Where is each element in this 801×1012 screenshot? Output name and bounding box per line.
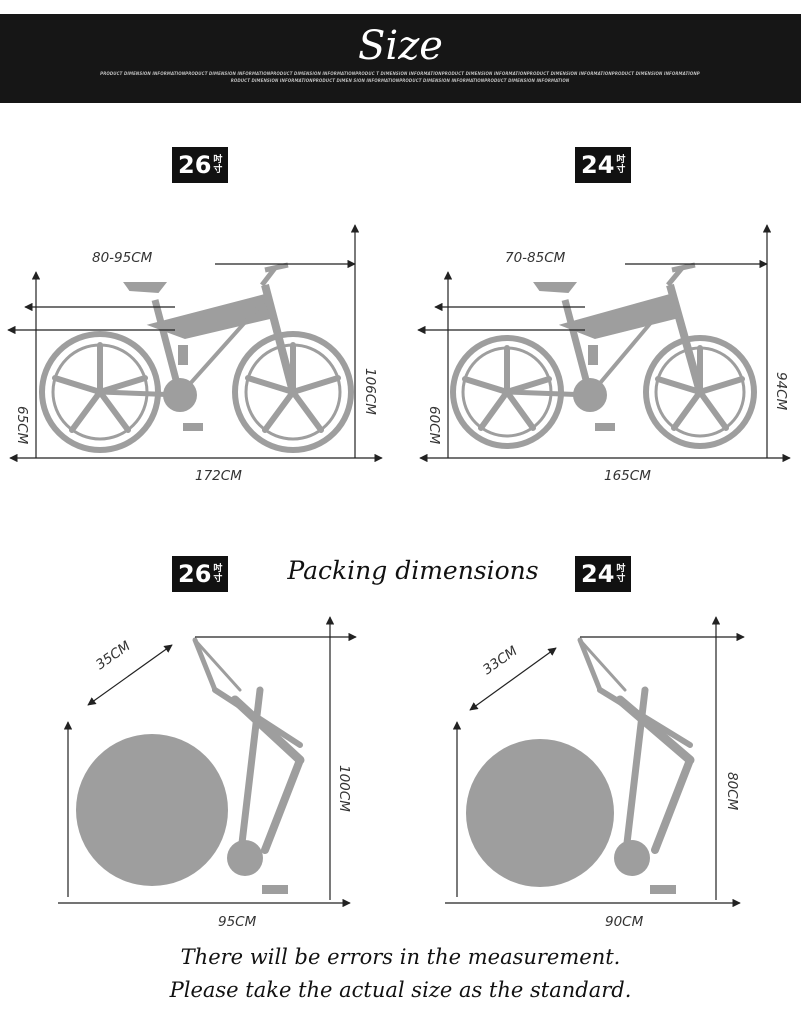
total-height-label-26: 106CM [362,368,378,415]
packed-bike-26-illustration [76,637,305,894]
header-subtitle: PRODUCT DIMENSION INFORMATIONPRODUCT DIM… [100,71,700,83]
packing-length-label-26: 95CM [218,914,257,930]
front-height-label-24: 60CM [426,406,442,445]
total-height-label-24: 94CM [773,372,789,411]
badge-unit-top: 吋 [616,155,626,165]
badge-number: 24 [581,151,615,179]
length-label-24: 165CM [604,468,651,484]
packing-badge-24: 24 吋 寸 [575,556,632,592]
packing-title: Packing dimensions [287,556,539,585]
badge-number: 24 [581,560,615,588]
badge-unit-top: 吋 [213,155,223,165]
badge-unit-bottom: 寸 [616,574,626,584]
badge-unit: 吋 寸 [616,155,625,175]
seat-range-label-26: 80-95CM [92,250,153,266]
badge-unit: 吋 寸 [616,564,625,584]
badge-unit: 吋 寸 [213,155,222,175]
riding-dimension-arrows [7,224,791,463]
size-badge-26: 26 吋 寸 [172,147,229,183]
badge-unit-bottom: 寸 [616,165,626,175]
badge-unit-bottom: 寸 [213,165,223,175]
header-banner: Size PRODUCT DIMENSION INFORMATIONPRODUC… [0,14,801,103]
bike-24-illustration [450,262,757,449]
bike-26-illustration [39,262,354,453]
length-label-26: 172CM [195,468,242,484]
size-badge-24: 24 吋 寸 [575,147,632,183]
front-height-label-26: 65CM [14,406,30,445]
packing-length-label-24: 90CM [605,914,644,930]
badge-unit-bottom: 寸 [213,574,223,584]
badge-number: 26 [178,560,212,588]
badge-unit-top: 吋 [213,564,223,574]
packing-dimension-arrows [58,616,745,908]
page-title: Size [358,23,443,69]
disclaimer-line-2: Please take the actual size as the stand… [169,978,632,1002]
packing-height-label-24: 80CM [724,772,740,811]
packed-bike-24-illustration [466,637,695,894]
badge-unit-top: 吋 [616,564,626,574]
seat-range-label-24: 70-85CM [505,250,566,266]
packing-badge-26: 26 吋 寸 [172,556,229,592]
disclaimer-line-1: There will be errors in the measurement. [180,945,621,969]
badge-unit: 吋 寸 [213,564,222,584]
packing-height-label-26: 100CM [336,765,352,812]
badge-number: 26 [178,151,212,179]
